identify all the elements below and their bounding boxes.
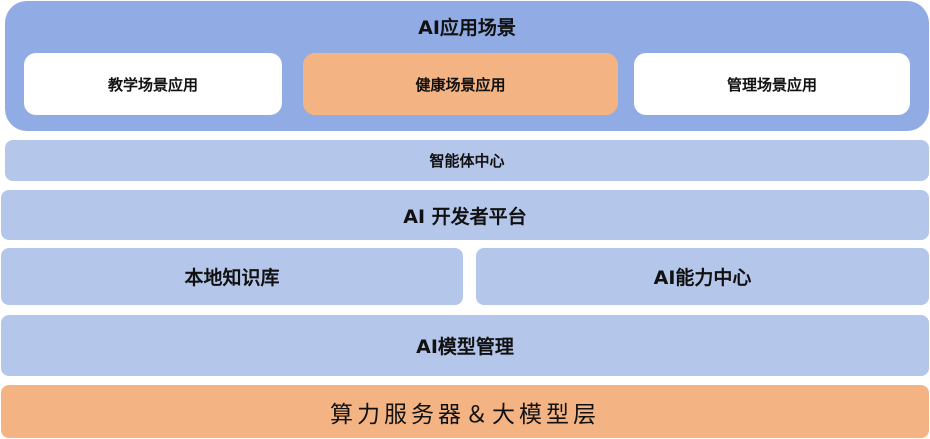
scene-teaching-label: 教学场景应用 — [107, 75, 198, 94]
ability-center-label: AI能力中心 — [653, 267, 752, 289]
model-management-label: AI模型管理 — [416, 336, 514, 358]
scene-teaching: 教学场景应用 — [24, 53, 282, 115]
knowledge-base-layer: 本地知识库 — [1, 248, 463, 305]
model-management-layer: AI模型管理 — [1, 315, 929, 376]
agent-center-layer: 智能体中心 — [5, 140, 929, 181]
compute-model-label: 算力服务器＆大模型层 — [330, 401, 600, 428]
agent-center-label: 智能体中心 — [429, 152, 505, 170]
ability-center-layer: AI能力中心 — [476, 248, 929, 305]
compute-model-layer: 算力服务器＆大模型层 — [1, 385, 929, 438]
developer-platform-label: AI 开发者平台 — [403, 205, 527, 228]
knowledge-base-label: 本地知识库 — [184, 267, 280, 289]
developer-platform-layer: AI 开发者平台 — [1, 190, 929, 240]
scene-health-label: 健康场景应用 — [415, 75, 506, 94]
scene-management-label: 管理场景应用 — [726, 75, 817, 94]
scene-health: 健康场景应用 — [303, 53, 618, 115]
scene-management: 管理场景应用 — [634, 53, 910, 115]
ai-application-scenarios-title: AI应用场景 — [418, 17, 516, 39]
